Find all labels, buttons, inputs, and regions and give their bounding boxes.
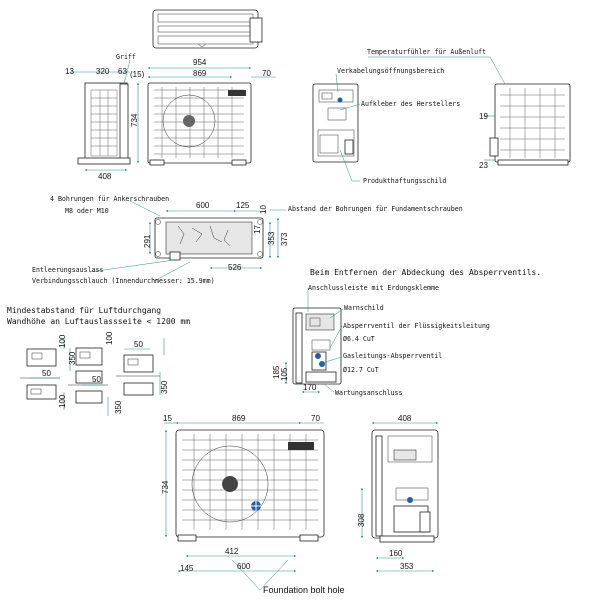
wiring-opening-label: Verkabelungsöffnungsbereich bbox=[337, 67, 444, 75]
dim-869-bottom: 869 bbox=[232, 414, 246, 423]
dimension-lines bbox=[30, 66, 495, 573]
clear-50b: 50 bbox=[92, 375, 101, 384]
dim-15-bottom: 15 bbox=[163, 414, 172, 423]
dim-70-top: 70 bbox=[262, 69, 271, 78]
dim-734-bottom: 734 bbox=[161, 480, 170, 494]
rear-view-unit bbox=[489, 83, 571, 166]
front-view-unit bbox=[147, 82, 252, 166]
leader-lines bbox=[89, 56, 506, 591]
side-view-wiring bbox=[312, 83, 359, 163]
liquid-size-label: Ø6.4 CuT bbox=[343, 335, 375, 343]
drain-label: Entleerungsauslass bbox=[32, 266, 103, 274]
clearance-diagrams bbox=[20, 347, 160, 404]
top-view-unit bbox=[152, 9, 263, 49]
dim-63: 63 bbox=[118, 67, 127, 76]
dim-600-bottom: 600 bbox=[237, 562, 251, 571]
dim-408-top: 408 bbox=[98, 172, 112, 181]
liquid-valve-label: Absperrventil der Flüssigkeitsleitung bbox=[343, 322, 490, 330]
foundation-distance-label: Abstand der Bohrungen für Fundamentschra… bbox=[288, 205, 463, 213]
dim-105: 105 bbox=[280, 367, 289, 381]
anchor-holes-label: 4 Bohrungen für Ankerschrauben bbox=[50, 195, 169, 203]
large-side-view bbox=[371, 429, 439, 543]
dim-10: 10 bbox=[259, 205, 268, 214]
clear-100c: 100 bbox=[58, 394, 67, 408]
valve-detail-unit bbox=[292, 307, 342, 385]
dim-734-top: 734 bbox=[130, 113, 139, 127]
clear-50a: 50 bbox=[42, 369, 51, 378]
service-port-label: Wartungsanschluss bbox=[335, 389, 403, 397]
min-distance-heading: Mindestabstand für Luftdurchgang bbox=[7, 306, 161, 315]
side-view-left bbox=[77, 82, 131, 165]
gas-size-label: Ø12.7 CuT bbox=[343, 366, 379, 374]
temp-sensor-label: Temperaturfühler für Außenluft bbox=[367, 48, 486, 56]
dim-170: 170 bbox=[303, 383, 317, 392]
wall-height-heading: Wandhöhe an Luftauslassseite < 1200 mm bbox=[7, 317, 190, 326]
dimension-values: 13 320 63 (15) 954 869 70 734 408 19 23 … bbox=[42, 58, 488, 573]
dim-308: 308 bbox=[357, 513, 366, 527]
griff-label: Griff bbox=[116, 53, 136, 61]
dim-600-base: 600 bbox=[196, 201, 210, 210]
dim-869-top: 869 bbox=[193, 69, 207, 78]
dim-373: 373 bbox=[280, 232, 289, 246]
terminal-label: Anschlussleiste mit Erdungsklemme bbox=[308, 284, 439, 292]
foundation-bolt-caption: Foundation bolt hole bbox=[263, 585, 345, 595]
warning-sign-label: Warnschild bbox=[344, 304, 384, 312]
large-front-view bbox=[175, 429, 325, 542]
cover-removed-heading: Beim Entfernen der Abdeckung des Absperr… bbox=[310, 268, 541, 277]
dim-15p: (15) bbox=[130, 70, 145, 79]
dim-23: 23 bbox=[479, 161, 488, 170]
clear-50c: 50 bbox=[134, 340, 143, 349]
clear-100a: 100 bbox=[58, 334, 67, 348]
base-view-unit bbox=[154, 217, 264, 261]
dim-125: 125 bbox=[236, 201, 250, 210]
dim-160: 160 bbox=[389, 549, 403, 558]
text-labels: Griff Temperaturfühler für Außenluft Ver… bbox=[7, 48, 541, 595]
product-liability-label: Produkthaftungsschild bbox=[363, 177, 446, 185]
dim-408-bottom: 408 bbox=[398, 414, 412, 423]
dim-145: 145 bbox=[180, 564, 194, 573]
clear-350b: 350 bbox=[160, 380, 169, 394]
manufacturer-sticker-label: Aufkleber des Herstellers bbox=[361, 100, 460, 108]
dim-291: 291 bbox=[143, 234, 152, 248]
dim-19: 19 bbox=[479, 112, 488, 121]
dim-954: 954 bbox=[193, 58, 207, 67]
dim-353-bottom: 353 bbox=[400, 562, 414, 571]
dim-353-base: 353 bbox=[267, 231, 276, 245]
dim-526: 526 bbox=[228, 263, 242, 272]
clear-350c: 350 bbox=[114, 400, 123, 414]
dim-412: 412 bbox=[225, 547, 239, 556]
dim-185: 185 bbox=[272, 365, 281, 379]
hose-label: Verbindungsschlauch (Innendurchmesser: 1… bbox=[32, 277, 215, 285]
anchor-size-label: M8 oder M10 bbox=[65, 207, 109, 215]
dim-320: 320 bbox=[96, 67, 110, 76]
clear-350a: 350 bbox=[68, 351, 77, 365]
dim-13: 13 bbox=[65, 67, 74, 76]
clear-100b: 100 bbox=[105, 331, 114, 345]
dim-70-bottom: 70 bbox=[311, 414, 320, 423]
dim-17: 17 bbox=[253, 225, 262, 234]
gas-valve-label: Gasleitungs-Absperrventil bbox=[343, 352, 442, 360]
